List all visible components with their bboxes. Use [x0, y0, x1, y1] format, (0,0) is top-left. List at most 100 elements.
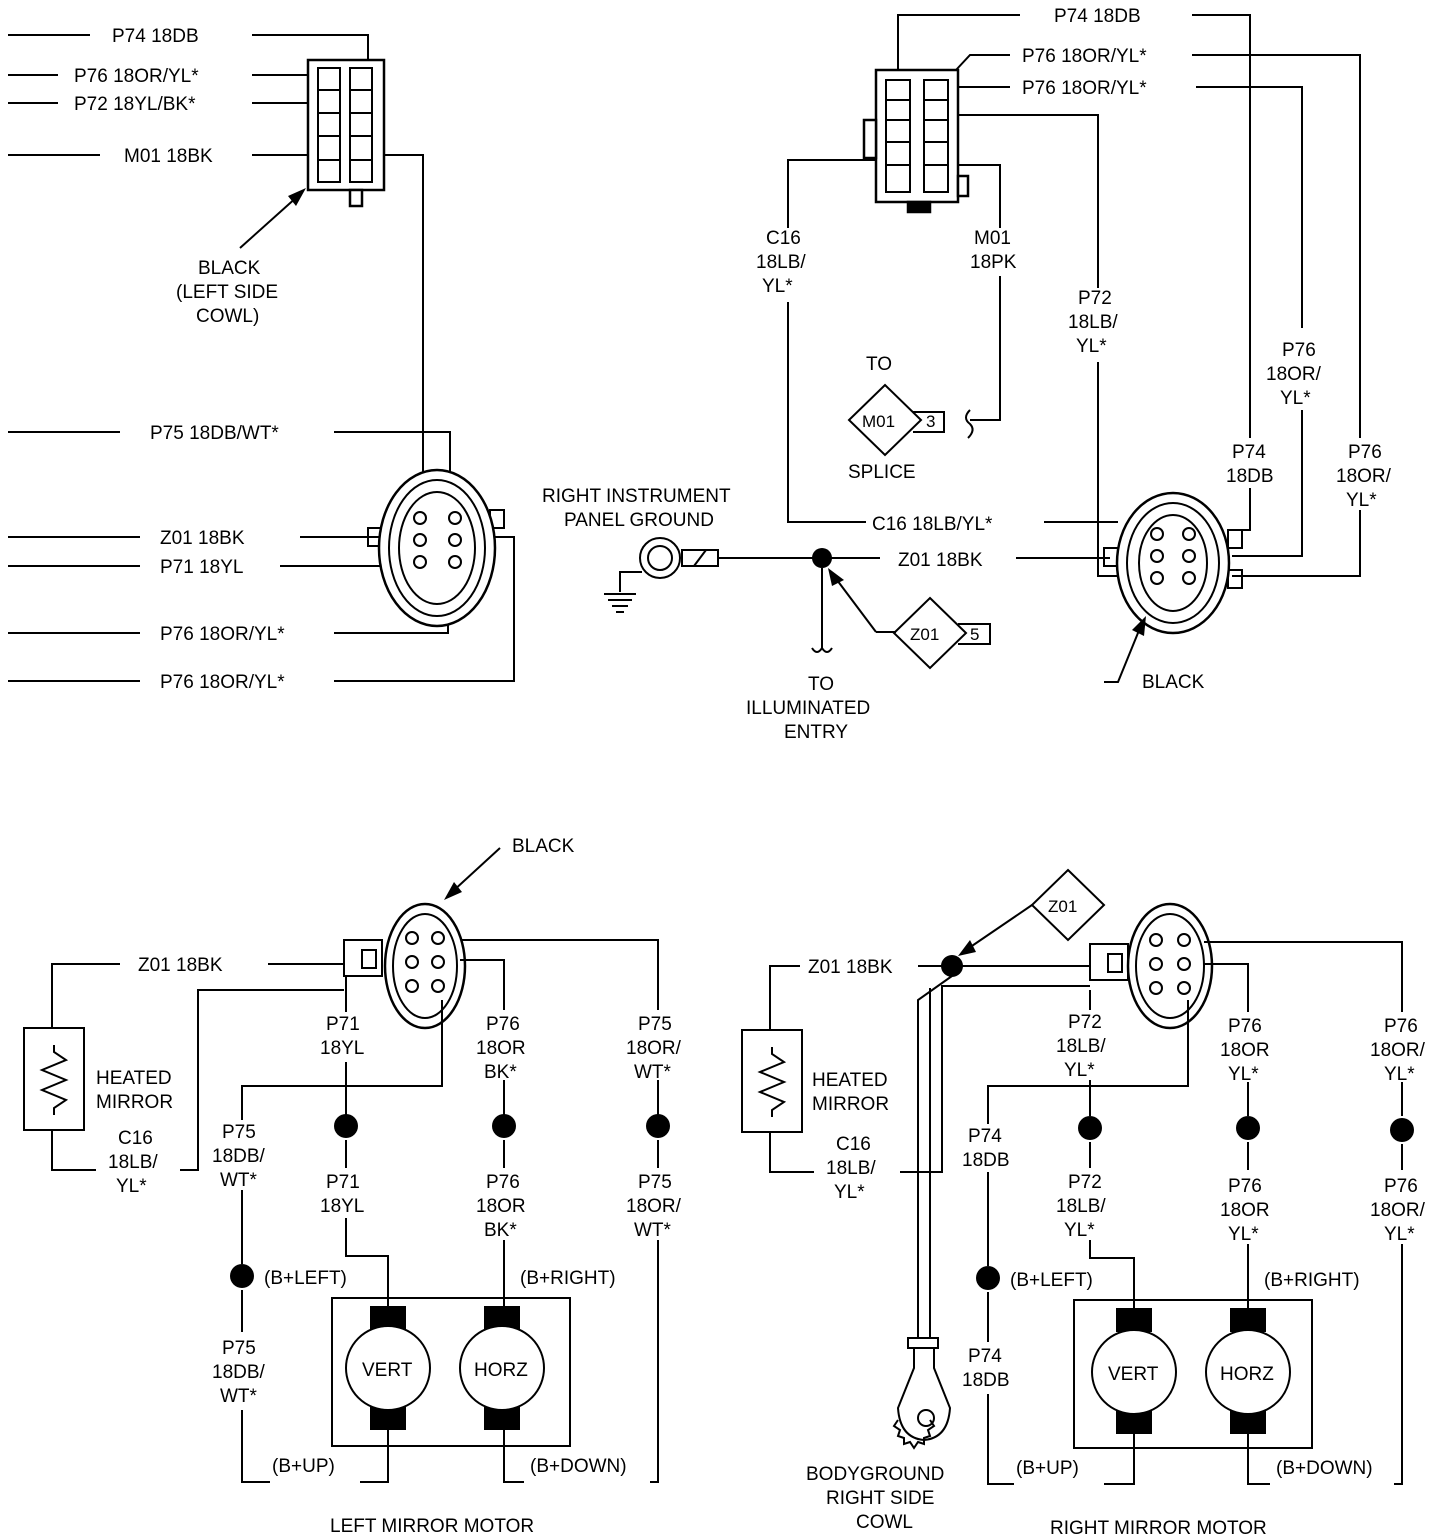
- right-p76a-top-2: 18OR: [1220, 1040, 1270, 1061]
- left-z01-label: Z01 18BK: [138, 955, 223, 976]
- black-label-right: BLACK: [1142, 672, 1205, 693]
- left-p76-top-1: P76: [486, 1014, 520, 1035]
- right-p72-bot-1: P72: [1068, 1172, 1102, 1193]
- left-p75-low-2: 18DB/: [212, 1362, 266, 1383]
- to-splice-label: TO: [866, 354, 892, 375]
- p76a-vert-2: 18OR/: [1266, 364, 1322, 385]
- z01-splice-dot: [812, 548, 832, 568]
- left-vert-label: VERT: [362, 1360, 413, 1381]
- left-p71-bot-1: P71: [326, 1172, 360, 1193]
- right-heated-2: MIRROR: [812, 1094, 889, 1115]
- right-p76b-bot-1: P76: [1384, 1176, 1418, 1197]
- right-p76b-top-1: P76: [1384, 1016, 1418, 1037]
- p74-vert-1: P74: [1232, 442, 1266, 463]
- left-p75-tr-1: P75: [638, 1014, 672, 1035]
- label-black-left-cowl-2: (LEFT SIDE: [176, 282, 278, 303]
- right-p74-top-2: 18DB: [962, 1150, 1010, 1171]
- m01-splice-marker: M01 3: [847, 383, 945, 457]
- right-p76b-bot-3: YL*: [1384, 1224, 1415, 1245]
- p76a-vert-3: YL*: [1280, 388, 1311, 409]
- left-p76-top-3: BK*: [484, 1062, 517, 1083]
- instrument-panel-connector: [862, 68, 970, 214]
- wire-label-p75: P75 18DB/WT*: [150, 423, 279, 444]
- z01-splice-marker: Z01 5: [892, 596, 991, 670]
- right-b-up: (B+UP): [1016, 1458, 1079, 1479]
- body-ground-terminal: [892, 1337, 952, 1450]
- right-mirror-section: Z01 Z01 18BK HEATED M: [741, 868, 1426, 1539]
- left-p75-l-3: WT*: [220, 1170, 258, 1191]
- right-c16-3: YL*: [834, 1182, 865, 1203]
- top-right-section: P74 18DB P76 18OR/YL* P76 18OR/YL*: [542, 6, 1394, 743]
- splice-label: SPLICE: [848, 462, 916, 483]
- right-p74-top-1: P74: [968, 1126, 1002, 1147]
- ground-label-2: PANEL GROUND: [564, 510, 714, 531]
- wire-label-p76-b: P76 18OR/YL*: [160, 672, 285, 693]
- illuminated-label-3: ENTRY: [784, 722, 848, 743]
- left-p75-br-2: 18OR/: [626, 1196, 682, 1217]
- left-p76-bot-2: 18OR: [476, 1196, 526, 1217]
- right-p74-low-1: P74: [968, 1346, 1002, 1367]
- ground-label-1: RIGHT INSTRUMENT: [542, 486, 731, 507]
- left-door-connector: [367, 468, 505, 628]
- right-b-left: (B+LEFT): [1010, 1270, 1093, 1291]
- p72-vert-3: YL*: [1076, 336, 1107, 357]
- left-p76-bot-3: BK*: [484, 1220, 517, 1241]
- right-z01-splice: Z01: [1048, 897, 1077, 916]
- left-p75-low-1: P75: [222, 1338, 256, 1359]
- illuminated-label-1: TO: [808, 674, 834, 695]
- right-mirror-motor: VERT HORZ: [1073, 1299, 1313, 1449]
- illuminated-label-2: ILLUMINATED: [746, 698, 870, 719]
- c16-vert-2: 18LB/: [756, 252, 806, 273]
- left-heated-2: MIRROR: [96, 1092, 173, 1113]
- left-c16-3: YL*: [116, 1176, 147, 1197]
- left-p75-l-2: 18DB/: [212, 1146, 266, 1167]
- left-mirror-black-label: BLACK: [512, 836, 575, 857]
- z01-splice-num: 5: [970, 625, 979, 644]
- wire-label-p71: P71 18YL: [160, 557, 243, 578]
- wire-label-p76-top-b: P76 18OR/YL*: [1022, 78, 1147, 99]
- left-cowl-connector: [306, 58, 386, 208]
- right-p72-top-2: 18LB/: [1056, 1036, 1106, 1057]
- p76b-vert-1: P76: [1348, 442, 1382, 463]
- right-p76a-bot-2: 18OR: [1220, 1200, 1270, 1221]
- right-ground-2: RIGHT SIDE: [826, 1488, 934, 1509]
- right-c16-2: 18LB/: [826, 1158, 876, 1179]
- wire-label-p76-a: P76 18OR/YL*: [160, 624, 285, 645]
- wire-label-p74: P74 18DB: [112, 26, 199, 47]
- m01-splice-num: 3: [926, 412, 935, 431]
- wire-label-m01: M01 18BK: [124, 146, 213, 167]
- p72-vert-1: P72: [1078, 288, 1112, 309]
- p76a-vert-1: P76: [1282, 340, 1316, 361]
- right-ground-1: BODYGROUND: [806, 1464, 944, 1485]
- right-p72-bot-2: 18LB/: [1056, 1196, 1106, 1217]
- left-b-up: (B+UP): [272, 1456, 335, 1477]
- left-mirror-motor: VERT HORZ: [331, 1297, 571, 1447]
- left-p76-bot-1: P76: [486, 1172, 520, 1193]
- top-left-section: P74 18DB P76 18OR/YL* P72 18YL/BK* M01 1…: [8, 26, 515, 693]
- left-b-right: (B+RIGHT): [520, 1268, 616, 1289]
- right-b-right: (B+RIGHT): [1264, 1270, 1360, 1291]
- right-p76a-top-1: P76: [1228, 1016, 1262, 1037]
- c16-vert-3: YL*: [762, 276, 793, 297]
- left-mirror-section: BLACK Z01 18BK HEATED MIRROR: [23, 836, 682, 1537]
- right-p72-bot-3: YL*: [1064, 1220, 1095, 1241]
- wire-label-p74-top: P74 18DB: [1054, 6, 1141, 27]
- left-heated-mirror: [23, 1027, 85, 1131]
- right-p76b-top-3: YL*: [1384, 1064, 1415, 1085]
- left-heated-1: HEATED: [96, 1068, 172, 1089]
- left-mirror-connector: [343, 902, 467, 1030]
- left-p71-top-2: 18YL: [320, 1038, 364, 1059]
- left-p71-bot-2: 18YL: [320, 1196, 364, 1217]
- right-b-down: (B+DOWN): [1276, 1458, 1373, 1479]
- c16-vert-1: C16: [766, 228, 801, 249]
- right-p74-low-2: 18DB: [962, 1370, 1010, 1391]
- right-vert-label: VERT: [1108, 1364, 1159, 1385]
- right-mirror-title: RIGHT MIRROR MOTOR: [1050, 1518, 1267, 1539]
- p76b-vert-3: YL*: [1346, 490, 1377, 511]
- right-p76a-top-3: YL*: [1228, 1064, 1259, 1085]
- right-c16-1: C16: [836, 1134, 871, 1155]
- left-p75-br-1: P75: [638, 1172, 672, 1193]
- right-mirror-connector: [1089, 902, 1214, 1030]
- right-p76b-top-2: 18OR/: [1370, 1040, 1426, 1061]
